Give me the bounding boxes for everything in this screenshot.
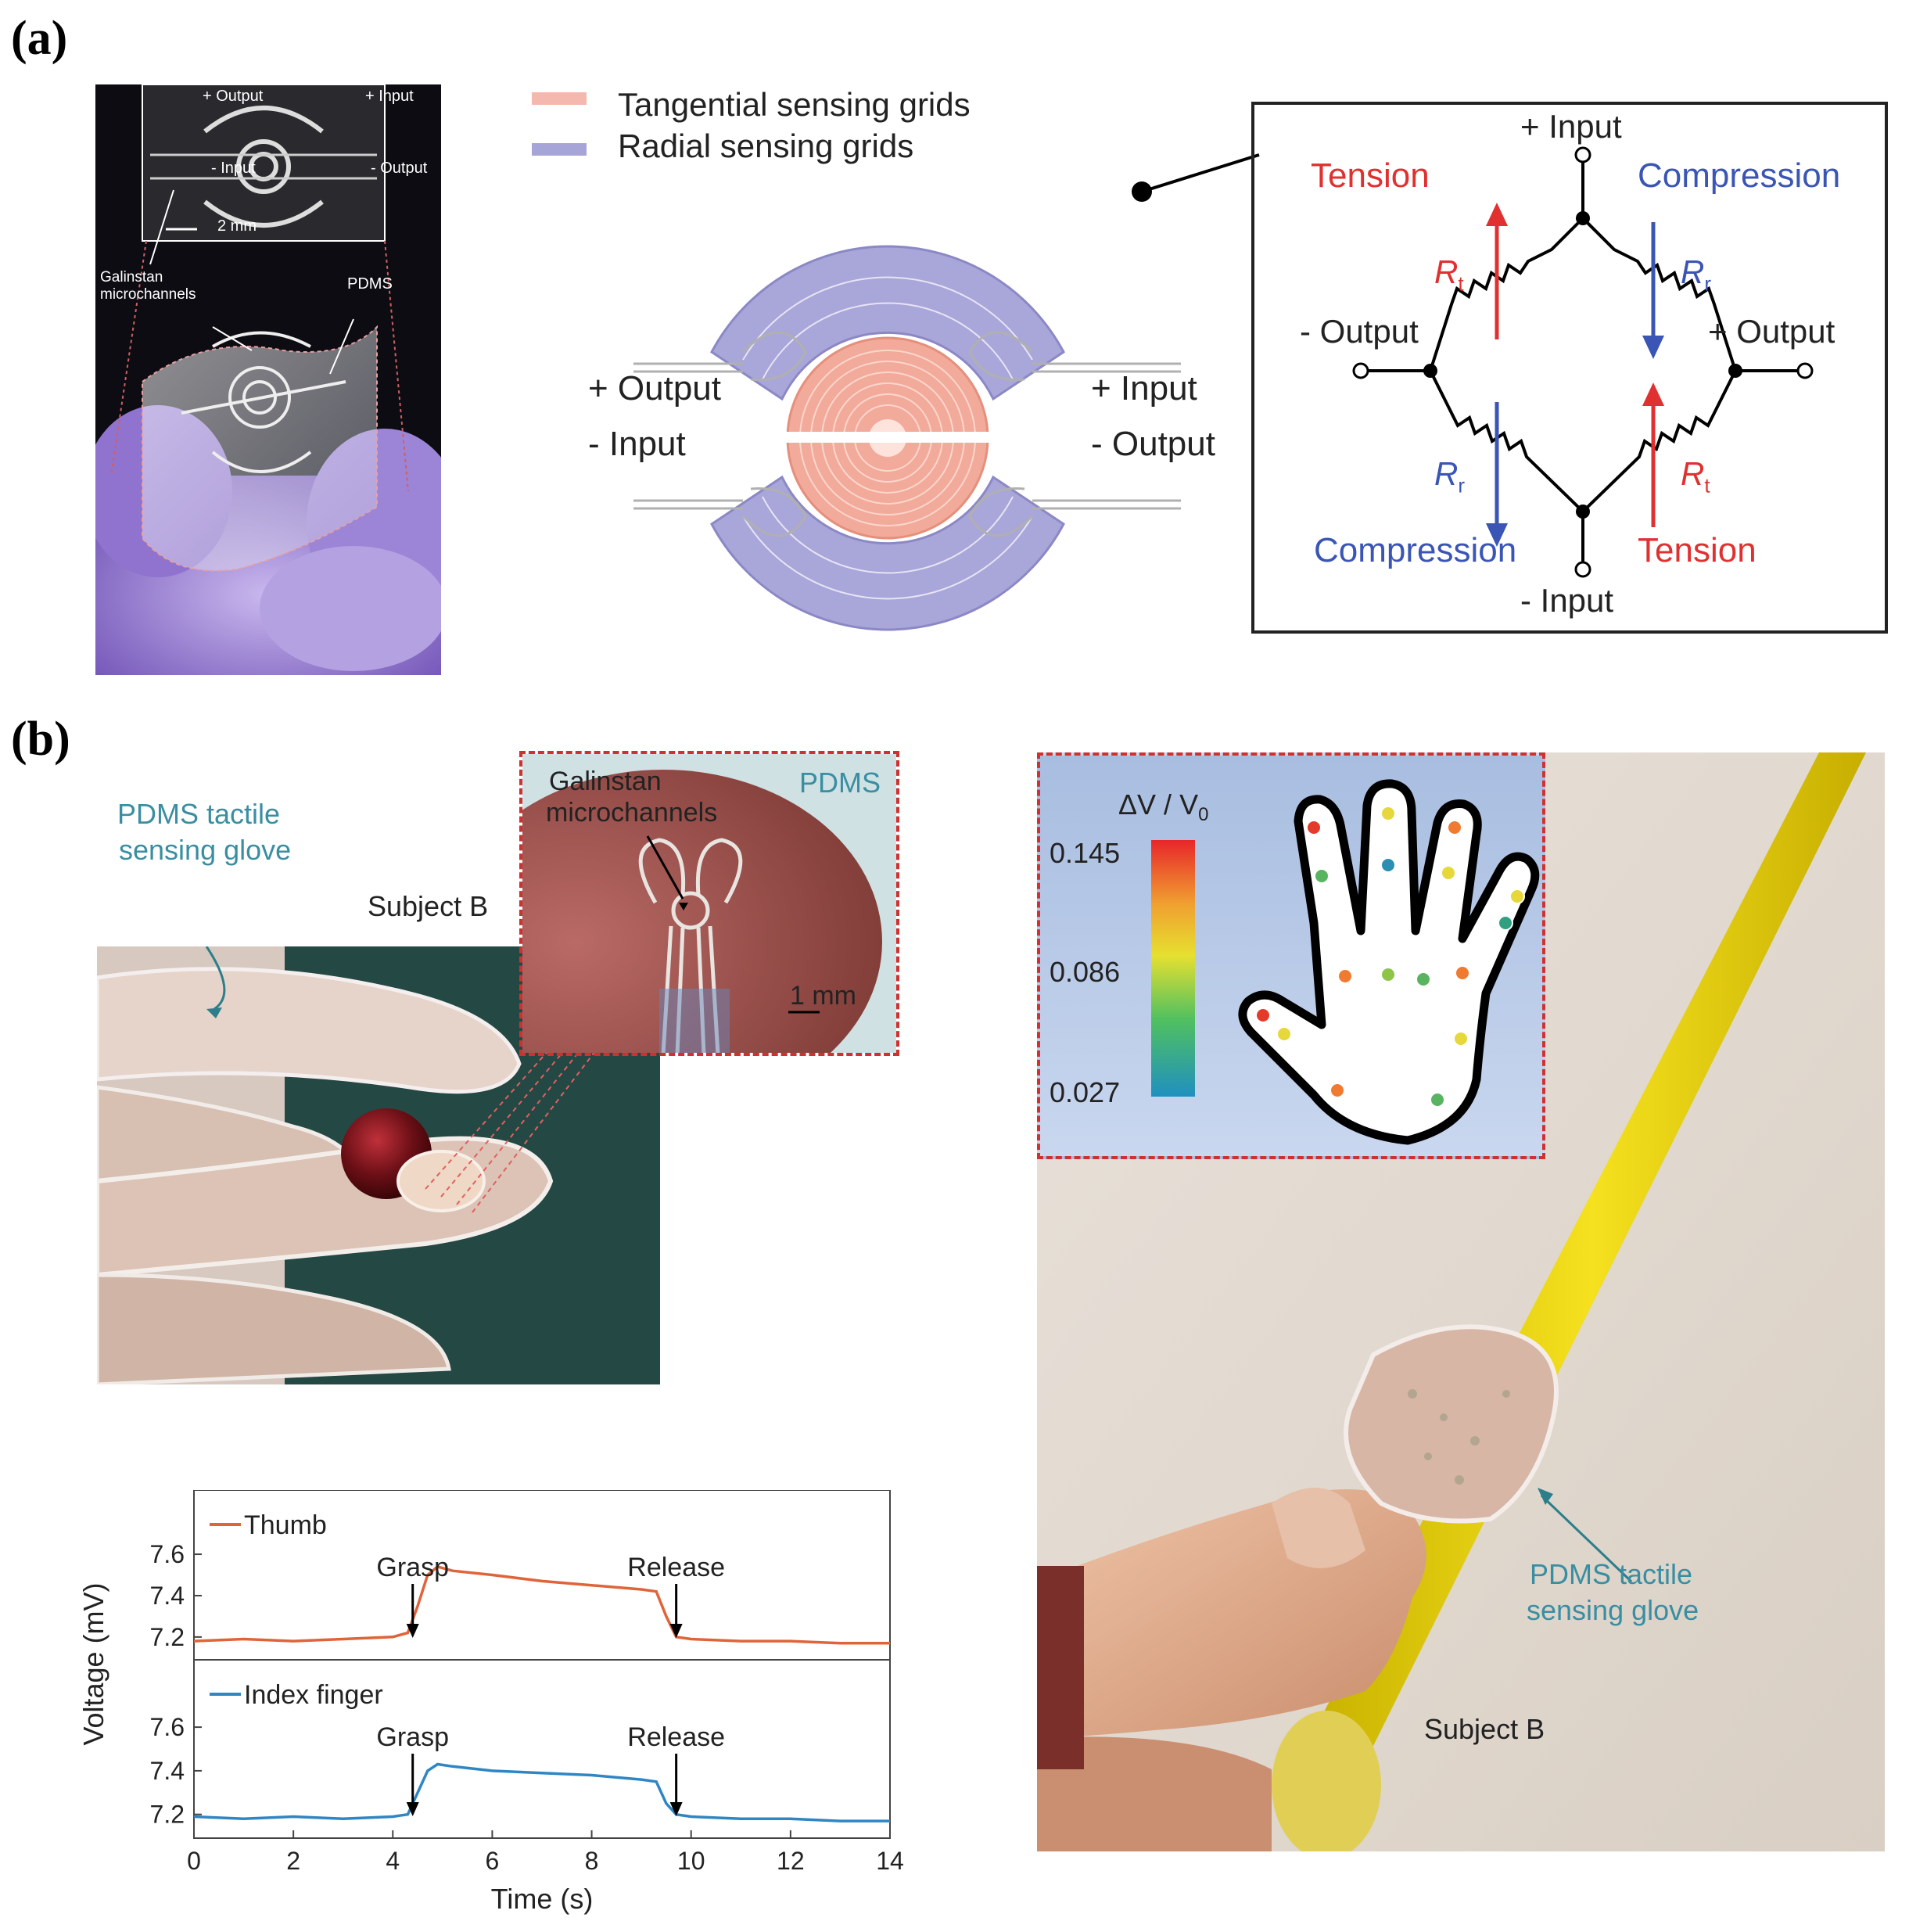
bridge-compression-top: Compression	[1638, 156, 1841, 195]
microchannel-inset: Galinstan microchannels PDMS 1 mm	[519, 751, 899, 1056]
hand-map	[1238, 779, 1540, 1145]
bridge-input-minus: - Input	[1520, 582, 1614, 619]
bridge-input-plus: + Input	[1520, 108, 1622, 145]
legend-swatch-radial	[532, 143, 587, 156]
bridge-compression-bottom: Compression	[1314, 531, 1517, 569]
sensor-output-minus: - Output	[1091, 425, 1215, 463]
bridge-output-minus: - Output	[1300, 313, 1419, 350]
colorbar-mid: 0.086	[1050, 956, 1121, 988]
glove-cherry-photo	[95, 946, 660, 1387]
photo-a-input-plus: + Input	[365, 88, 414, 105]
legend-label-0: Thumb	[244, 1510, 327, 1540]
y-tick-label-1-2: 7.6	[150, 1713, 185, 1741]
x-tick-label-4: 8	[585, 1847, 599, 1875]
microchannel-inset-art	[522, 754, 896, 1053]
photo-a-galinstan: Galinstan	[100, 269, 163, 285]
legend-label-1: Index finger	[244, 1680, 383, 1710]
colorbar-max: 0.145	[1050, 837, 1121, 869]
inset-pdms: PDMS	[799, 767, 881, 799]
annotation-grasp-0: Grasp	[376, 1553, 449, 1582]
x-tick-label-1: 2	[286, 1847, 300, 1875]
bridge-tension-bottom: Tension	[1638, 531, 1756, 569]
glove-label-right-line1: PDMS tactile	[1530, 1558, 1693, 1590]
bridge-circuit	[1352, 146, 1814, 578]
colorbar-min: 0.027	[1050, 1076, 1121, 1108]
y-tick-label-1-0: 7.2	[150, 1801, 185, 1829]
bridge-connector	[1132, 153, 1260, 202]
bridge-rt-bottom: Rt	[1681, 455, 1710, 497]
y-tick-label-0-0: 7.2	[150, 1623, 185, 1651]
photo-a-input-minus: - Input	[211, 160, 256, 177]
annotation-release-head-1	[669, 1802, 683, 1816]
sensor-photo-art	[84, 84, 463, 675]
panel-label-b: (b)	[11, 713, 70, 766]
series-line-0	[193, 1564, 890, 1645]
y-tick-label-0-1: 7.4	[150, 1582, 185, 1610]
inset-scale: 1 mm	[790, 981, 856, 1011]
annotation-grasp-1: Grasp	[376, 1722, 449, 1752]
glove-cherry-art	[95, 946, 660, 1387]
subject-label-left: Subject B	[368, 890, 489, 922]
photo-a-output-plus: + Output	[203, 88, 264, 105]
photo-a-microchannels: microchannels	[100, 286, 196, 303]
y-axis-label: Voltage (mV)	[78, 1582, 109, 1745]
sensor-input-minus: - Input	[588, 425, 686, 463]
y-tick-label-0-2: 7.6	[150, 1540, 185, 1568]
panel-label-a: (a)	[11, 12, 68, 65]
x-axis-label: Time (s)	[491, 1883, 594, 1915]
x-tick-label-5: 10	[677, 1847, 705, 1875]
x-tick-label-0: 0	[187, 1847, 201, 1875]
x-tick-label-2: 4	[386, 1847, 400, 1875]
bridge-rr-top: Rr	[1681, 253, 1712, 296]
x-tick-label-7: 14	[876, 1847, 904, 1875]
legend-radial: Radial sensing grids	[618, 127, 914, 164]
sensor-diagram	[626, 196, 1189, 665]
annotation-release-1: Release	[627, 1722, 725, 1752]
photo-a-scale: 2 mm	[217, 217, 257, 235]
bat-grip-photo: ΔV / V0 0.145 0.086 0.027 PDMS tactile s…	[1037, 752, 1885, 1859]
bridge-rr-bottom: Rr	[1434, 455, 1466, 497]
sensor-output-plus: + Output	[588, 369, 722, 408]
sensor-photo: + Output + Input - Input - Output 2 mm G…	[84, 84, 463, 675]
inset-microchannels: microchannels	[546, 798, 718, 828]
photo-a-output-minus: - Output	[371, 160, 428, 177]
colorbar	[1151, 840, 1195, 1097]
x-tick-label-6: 12	[777, 1847, 805, 1875]
glove-label-right-line2: sensing glove	[1527, 1594, 1699, 1626]
legend-tangential: Tangential sensing grids	[618, 86, 971, 123]
chart-frame	[193, 1489, 891, 1839]
annotation-grasp-head-0	[406, 1624, 419, 1638]
bridge-rt-top: Rt	[1434, 253, 1464, 296]
subject-label-right: Subject B	[1424, 1713, 1545, 1745]
photo-a-pdms: PDMS	[347, 275, 393, 293]
x-tick-label-3: 6	[486, 1847, 500, 1875]
glove-label-line1: PDMS tactile	[117, 798, 281, 830]
glove-label-line2: sensing glove	[119, 834, 292, 866]
series-line-1	[193, 1762, 890, 1822]
y-tick-label-1-1: 7.4	[150, 1757, 185, 1785]
bridge-tension-top: Tension	[1311, 156, 1430, 195]
sensor-diagram-art	[633, 245, 1181, 631]
sensor-input-plus: + Input	[1091, 369, 1197, 408]
annotation-release-head-0	[669, 1624, 683, 1638]
colorbar-title: ΔV / V0	[1118, 788, 1209, 826]
annotation-grasp-head-1	[406, 1802, 419, 1816]
annotation-release-0: Release	[627, 1553, 725, 1582]
inset-galinstan: Galinstan	[549, 767, 662, 796]
pressure-map-inset: ΔV / V0 0.145 0.086 0.027	[1037, 752, 1545, 1159]
bridge-output-plus: + Output	[1708, 313, 1835, 350]
bridge-box: + Input - Input - Output + Output Tensio…	[1251, 102, 1888, 634]
legend-swatch-tangential	[532, 92, 587, 105]
